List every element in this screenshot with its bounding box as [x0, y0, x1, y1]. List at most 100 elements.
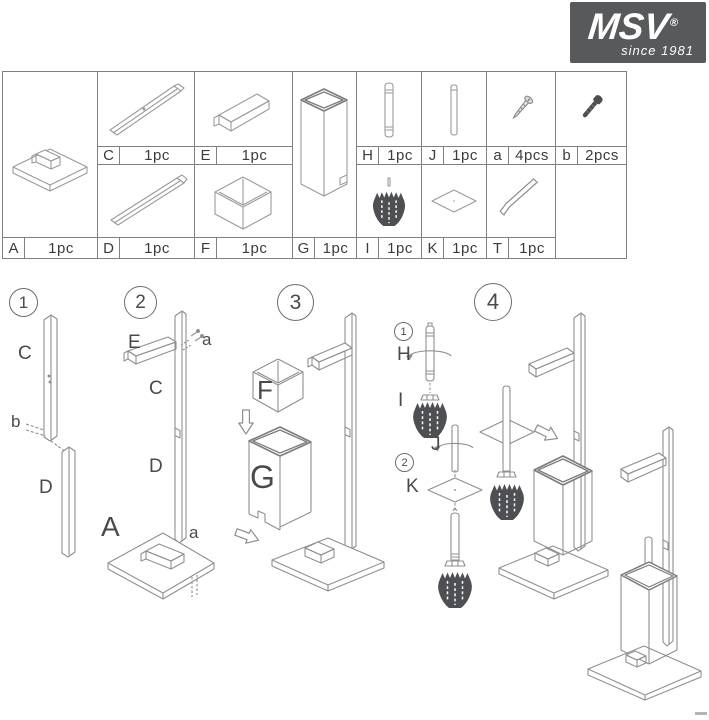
- step1-label-b: b: [11, 412, 21, 431]
- step3-drawing: [232, 312, 385, 592]
- part-id: a: [487, 147, 509, 164]
- thin-rod-icon: [422, 72, 486, 147]
- part-id: H: [357, 147, 379, 164]
- long-bar-icon: [98, 165, 194, 238]
- step4-label-h: H: [397, 344, 411, 365]
- part-label-strip: K 1pc: [422, 237, 486, 258]
- brand-name: MSV®: [568, 6, 698, 48]
- base-plate-icon: [3, 72, 97, 238]
- step-4-number: 4: [474, 283, 512, 321]
- allen-key-icon: [487, 165, 555, 238]
- part-cell-d-bar: D 1pc: [97, 164, 195, 259]
- part-qty: 1pc: [519, 239, 545, 257]
- step3-label-f: F: [257, 375, 273, 405]
- part-id: b: [556, 147, 578, 164]
- screw-icon: [487, 72, 555, 147]
- part-cell-k-plate: K 1pc: [421, 164, 487, 259]
- part-qty: 1pc: [322, 239, 349, 257]
- brand-text: MSV: [586, 6, 671, 47]
- part-id: I: [357, 238, 379, 258]
- step1-label-d: D: [39, 477, 53, 498]
- bolt-icon: [556, 72, 626, 147]
- part-qty: 1pc: [387, 147, 413, 164]
- step4-label-k: K: [406, 476, 419, 497]
- part-label-strip: J 1pc: [422, 146, 486, 164]
- step-number-text: 2: [135, 291, 146, 313]
- part-cell-c-bar: C 1pc: [97, 71, 195, 165]
- part-id: E: [195, 147, 217, 164]
- step-4-substep-2-number: 2: [395, 453, 414, 472]
- part-qty: 1pc: [144, 147, 170, 164]
- part-qty: 1pc: [48, 239, 74, 257]
- part-qty: 1pc: [241, 147, 268, 164]
- part-cell-t-allen-key: T 1pc: [486, 164, 556, 259]
- part-qty: 4pcs: [515, 147, 549, 164]
- part-label-strip: T 1pc: [487, 237, 555, 258]
- step1-drawing: [25, 314, 76, 558]
- part-cell-f-lid: F 1pc: [194, 164, 293, 259]
- step2-drawing: [107, 310, 215, 600]
- brush-head-icon: [357, 165, 421, 238]
- step3-label-g: G: [250, 459, 275, 495]
- part-cell-b-bolt: b 2pcs: [555, 71, 627, 165]
- step4-label-i: I: [398, 390, 404, 411]
- empty-table-cell: [555, 164, 627, 259]
- part-cell-i-brush: I 1pc: [356, 164, 422, 259]
- long-bar-icon: [98, 72, 194, 147]
- part-label-strip: C 1pc: [98, 146, 194, 164]
- part-qty: 2pcs: [585, 147, 619, 164]
- part-qty: 1pc: [144, 239, 170, 257]
- step-number-text: 4: [486, 289, 500, 314]
- registered-mark: ®: [669, 16, 679, 29]
- step-2-number: 2: [124, 286, 157, 319]
- step-1-number: 1: [9, 288, 38, 317]
- step-3-number: 3: [277, 284, 314, 321]
- brand-logo: MSV® since 1981: [570, 2, 706, 63]
- short-bar-icon: [195, 72, 292, 147]
- substep-number-text: 1: [400, 325, 407, 338]
- part-id: G: [293, 238, 315, 258]
- corner-print-mark: [695, 712, 707, 715]
- part-label-strip: F 1pc: [195, 237, 292, 258]
- part-qty: 1pc: [241, 239, 268, 257]
- part-cell-e-bar: E 1pc: [194, 71, 293, 165]
- step2-label-d: D: [149, 456, 163, 477]
- part-id: A: [3, 238, 25, 258]
- step4-drawing: [406, 312, 702, 701]
- part-qty: 1pc: [387, 239, 413, 257]
- step-number-text: 3: [289, 290, 302, 314]
- handle-rod-icon: [357, 72, 421, 147]
- part-id: C: [98, 147, 120, 164]
- part-label-strip: G 1pc: [293, 237, 356, 258]
- part-id: K: [422, 238, 444, 258]
- part-label-strip: a 4pcs: [487, 146, 555, 164]
- part-qty: 1pc: [452, 147, 478, 164]
- part-cell-g-container: G 1pc: [292, 71, 357, 259]
- part-id: J: [422, 147, 444, 164]
- square-plate-icon: [422, 165, 486, 238]
- substep-number-text: 2: [401, 456, 408, 469]
- step1-label-c: C: [18, 343, 32, 364]
- step2-label-c: C: [149, 378, 163, 399]
- open-cube-lid-icon: [195, 165, 292, 238]
- part-id: D: [98, 238, 120, 258]
- step-number-text: 1: [18, 292, 29, 312]
- brand-tagline: since 1981: [621, 43, 694, 58]
- step2-label-a-top: a: [202, 330, 212, 349]
- part-cell-j-rod: J 1pc: [421, 71, 487, 165]
- part-qty: 1pc: [452, 239, 478, 257]
- step2-label-a-base-plate: A: [101, 511, 120, 542]
- part-id: T: [487, 238, 509, 258]
- step4-label-j: J: [431, 434, 441, 455]
- part-label-strip: A 1pc: [3, 237, 97, 258]
- part-cell-h-handle: H 1pc: [356, 71, 422, 165]
- part-label-strip: H 1pc: [357, 146, 421, 164]
- square-container-icon: [293, 72, 356, 238]
- part-cell-a-screw: a 4pcs: [486, 71, 556, 165]
- assembly-steps-drawing: [25, 310, 702, 701]
- step-4-substep-1-number: 1: [394, 322, 413, 341]
- part-label-strip: I 1pc: [357, 237, 421, 258]
- step2-label-a-base-screw: a: [189, 523, 199, 542]
- part-label-strip: D 1pc: [98, 237, 194, 258]
